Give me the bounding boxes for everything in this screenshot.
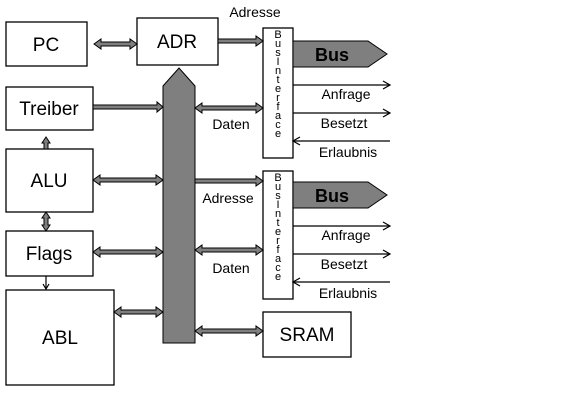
pc-adr-arrow: [93, 38, 138, 50]
erlaubnis-1-label: Erlaubnis: [319, 144, 377, 160]
anfrage-1-line: [293, 80, 392, 90]
adresse-top-label: Adresse: [229, 4, 281, 20]
erlaubnis-1-line: [291, 136, 390, 146]
bus-arrow-2-label: Bus: [315, 186, 349, 206]
bus-interface-char: n: [275, 208, 281, 220]
treiber-alu-arrow: [41, 136, 51, 150]
besetzt-1-label: Besetzt: [321, 115, 368, 131]
bus-interface-char: e: [275, 83, 281, 95]
bus-interface-char: s: [275, 190, 281, 202]
bus-interface-char: f: [276, 244, 280, 256]
sram-block: SRAM: [262, 311, 352, 358]
daten-1-label: Daten: [212, 116, 249, 132]
bus-interface-char: B: [274, 29, 281, 41]
adr-label: ADR: [157, 32, 197, 53]
erlaubnis-2-line: [291, 277, 390, 287]
bus-interface-char: c: [275, 262, 281, 274]
bus-interface-char: e: [275, 128, 281, 140]
flags-bus-arrow: [92, 246, 164, 258]
bus-interface-char: t: [276, 217, 279, 229]
bus-interface-char: f: [276, 101, 280, 113]
bus-businterface2-data-arrow: [194, 244, 264, 256]
central-bus: [162, 67, 196, 344]
bus-interface-char: r: [276, 235, 280, 247]
alu-block: ALU: [5, 148, 94, 213]
besetzt-1-line: [293, 108, 392, 118]
daten-2-label: Daten: [212, 260, 249, 276]
anfrage-2-label: Anfrage: [321, 227, 370, 243]
alu-label: ALU: [31, 171, 68, 192]
pc-block: PC: [5, 21, 88, 67]
bus-interface-char: u: [275, 38, 281, 50]
bus-interface-char: n: [275, 65, 281, 77]
adresse-mid-label: Adresse: [202, 190, 254, 206]
bus-businterface1-arrow: [194, 102, 264, 114]
bus-interface-char: c: [275, 119, 281, 131]
treiber-block: Treiber: [5, 86, 94, 131]
bus-arrow-1: Bus: [292, 40, 388, 68]
sram-label: SRAM: [280, 325, 335, 346]
bus-interface-char: s: [275, 47, 281, 59]
abl-block: ABL: [5, 289, 115, 386]
pc-label: PC: [33, 35, 59, 56]
bus-businterface2-address-arrow: [194, 175, 264, 187]
anfrage-2-line: [293, 221, 392, 231]
bus-interface-char: B: [274, 172, 281, 184]
bus-interface-char: I: [276, 56, 279, 68]
bus-interface-char: r: [276, 92, 280, 104]
bus-arrow-1-label: Bus: [315, 45, 349, 65]
bus-interface-char: e: [275, 226, 281, 238]
alu-flags-arrow: [41, 211, 51, 232]
treiber-label: Treiber: [19, 99, 79, 120]
bus-sram-arrow: [194, 325, 264, 337]
erlaubnis-2-label: Erlaubnis: [319, 285, 377, 301]
adr-block: ADR: [136, 17, 219, 66]
flags-block: Flags: [5, 230, 94, 277]
abl-label: ABL: [42, 328, 78, 349]
bus-interface-char: t: [276, 74, 279, 86]
besetzt-2-label: Besetzt: [321, 256, 368, 272]
bus-interface-char: e: [275, 271, 281, 283]
bus-interface-char: a: [275, 110, 282, 122]
flags-label: Flags: [26, 244, 72, 265]
treiber-bus-arrow: [92, 100, 164, 114]
bus-interface-char: a: [275, 253, 282, 265]
bus-arrow-2: Bus: [292, 181, 388, 209]
flags-abl-arrow: [42, 276, 50, 291]
besetzt-2-line: [293, 249, 392, 259]
anfrage-1-label: Anfrage: [321, 86, 370, 102]
bus-interface-char: u: [275, 181, 281, 193]
alu-bus-arrow: [92, 174, 164, 186]
adr-businterface-arrow: [217, 35, 264, 47]
abl-bus-arrow: [113, 306, 164, 318]
bus-interface-char: I: [276, 199, 279, 211]
